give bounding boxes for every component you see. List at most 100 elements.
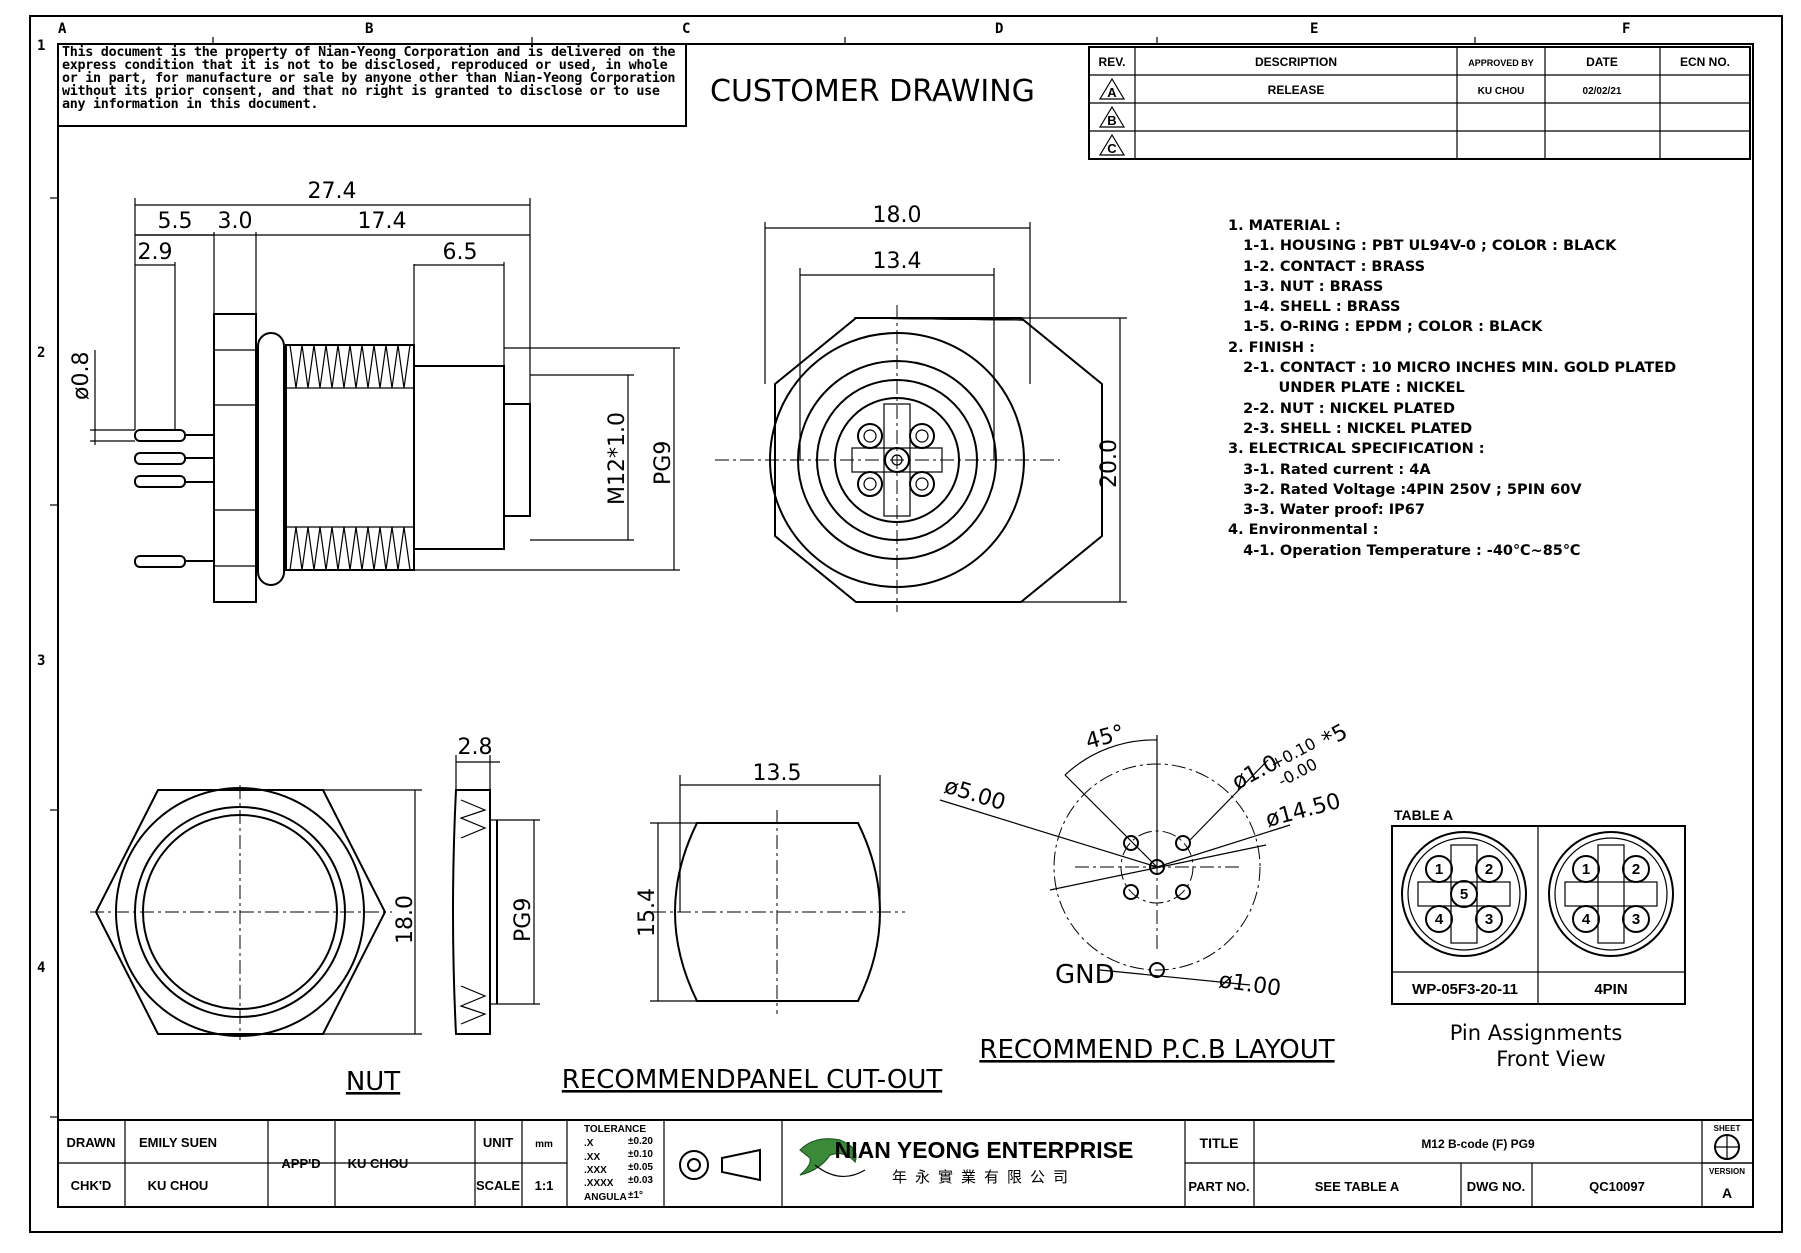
panel-cutout-view: 13.5 15.4 RECOMMENDPANEL CUT-OUT [562, 761, 943, 1095]
dim-front-inner: 13.4 [873, 249, 922, 274]
date-header: DATE [1586, 55, 1618, 69]
company-name: NIAN YEONG ENTERPRISE [835, 1137, 1134, 1163]
table-a-pin-5: 5 [1460, 886, 1468, 903]
tol-key-1: .X [584, 1138, 594, 1149]
unit-value: mm [535, 1139, 553, 1150]
scale-value: 1:1 [535, 1178, 554, 1193]
dwg-label: DWG NO. [1467, 1179, 1526, 1194]
title-block: DRAWN EMILY SUEN CHK'D KU CHOU APP'D KU … [57, 1119, 1754, 1208]
company-name-cn: 年永實業有限公司 [892, 1168, 1076, 1186]
tol-val-4: ±0.03 [628, 1175, 653, 1186]
dim-front-height: 20.0 [1097, 439, 1122, 488]
table-a-part-1: WP-05F3-20-11 [1412, 981, 1518, 998]
property-notice: This document is the property of Nian-Ye… [62, 45, 676, 112]
projection-symbol-icon [679, 1148, 761, 1182]
note-line: 3-2. Rated Voltage :4PIN 250V ; 5PIN 60V [1228, 481, 1582, 498]
note-line: 1-4. SHELL : BRASS [1228, 299, 1401, 316]
drawn-value: EMILY SUEN [139, 1135, 217, 1150]
rev-a-description: RELEASE [1268, 83, 1325, 97]
revision-table: REV. DESCRIPTION APPROVED BY DATE ECN NO… [1088, 46, 1751, 160]
part-value: SEE TABLE A [1315, 1179, 1400, 1194]
note-line: 1-2. CONTACT : BRASS [1228, 258, 1426, 275]
rev-triangles [1098, 77, 1126, 156]
outer-border [29, 15, 1783, 1233]
table-b-pin-2: 2 [1632, 861, 1640, 878]
note-line: 2-1. CONTACT : 10 MICRO INCHES MIN. GOLD… [1228, 360, 1677, 377]
dim-front-outer: 18.0 [873, 203, 922, 228]
part-label: PART NO. [1188, 1179, 1249, 1194]
ecn-header: ECN NO. [1680, 55, 1730, 69]
dim-nut-thickness: 2.8 [458, 735, 493, 760]
tol-key-5: ANGULA [584, 1192, 627, 1203]
dim-5-5: 5.5 [158, 209, 193, 234]
scale-label: SCALE [476, 1178, 520, 1193]
dim-pcb-gnd-hole: ø1.00 [1217, 968, 1282, 1001]
grid-row-2: 2 [37, 345, 45, 361]
pin-assign-caption-1: Pin Assignments [1450, 1021, 1623, 1045]
table-a-part-2: 4PIN [1594, 981, 1627, 998]
dim-thread: M12*1.0 [605, 412, 630, 505]
dim-cutout-width: 13.5 [753, 761, 802, 786]
table-b-pin-1: 1 [1582, 861, 1590, 878]
chkd-value: KU CHOU [148, 1178, 209, 1193]
table-a-title: TABLE A [1394, 807, 1453, 823]
note-line: 3. ELECTRICAL SPECIFICATION : [1228, 441, 1485, 458]
grid-col-f: F [1622, 21, 1630, 37]
note-line: 4-1. Operation Temperature : -40℃~85℃ [1228, 542, 1581, 559]
title-value: M12 B-code (F) PG9 [1421, 1137, 1535, 1151]
rev-a-mark: A [1107, 85, 1117, 100]
table-a-pin-1: 1 [1435, 861, 1443, 878]
dim-pcb-angle: 45° [1083, 721, 1127, 755]
nut-label: NUT [346, 1067, 400, 1097]
note-line: 3-1. Rated current : 4A [1228, 461, 1431, 478]
rev-header: REV. [1099, 55, 1126, 69]
dim-3-0: 3.0 [218, 209, 253, 234]
note-line: 2-3. SHELL : NICKEL PLATED [1228, 420, 1473, 437]
grid-ticks [50, 37, 1476, 1118]
grid-col-c: C [682, 21, 690, 37]
notice-frame [57, 43, 687, 127]
note-line: UNDER PLATE : NICKEL [1228, 380, 1465, 397]
note-line: 1. MATERIAL : [1228, 218, 1341, 234]
tol-val-5: ±1° [628, 1190, 643, 1201]
dim-pg9: PG9 [651, 441, 676, 485]
chkd-label: CHK'D [71, 1178, 112, 1193]
nut-view: 18.0 2.8 PG9 NUT [90, 735, 540, 1097]
note-line: 1-3. NUT : BRASS [1228, 278, 1384, 295]
tol-val-3: ±0.05 [628, 1162, 653, 1173]
unit-label: UNIT [483, 1135, 513, 1150]
grid-row-3: 3 [37, 653, 45, 669]
table-b-pin-3: 3 [1632, 911, 1640, 928]
note-line: 1-5. O-RING : EPDM ; COLOR : BLACK [1228, 319, 1543, 336]
drawing-title: CUSTOMER DRAWING [710, 74, 1035, 109]
pcb-layout-view: 45° ø5.00 ø14.50 ø1.0 +0.10 -0.00 *5 ø1.… [939, 719, 1352, 1065]
appd-label: APP'D [281, 1156, 320, 1171]
dim-pcb-hole-count: *5 [1318, 719, 1352, 753]
dim-2-9: 2.9 [138, 240, 173, 265]
rev-c-mark: C [1107, 141, 1117, 156]
table-a: TABLE A 1 2 5 4 3 [1391, 807, 1686, 1071]
version-value: A [1722, 1185, 1732, 1201]
tolerance-label: TOLERANCE [584, 1124, 646, 1135]
grid-col-a: A [58, 21, 67, 37]
rev-a-approved: KU CHOU [1478, 86, 1525, 97]
dim-pin-dia: ø0.8 [69, 352, 94, 400]
grid-row-4: 4 [37, 960, 45, 976]
desc-header: DESCRIPTION [1255, 55, 1337, 69]
approved-header: APPROVED BY [1468, 58, 1534, 68]
note-line: 3-3. Water proof: IP67 [1228, 502, 1425, 519]
note-line: 2. FINISH : [1228, 339, 1315, 356]
table-a-pin-2: 2 [1485, 861, 1493, 878]
dim-nut-pg9: PG9 [511, 898, 536, 942]
note-line: 1-1. HOUSING : PBT UL94V-0 ; COLOR : BLA… [1228, 238, 1617, 255]
note-line: 2-2. NUT : NICKEL PLATED [1228, 400, 1455, 417]
rev-b-mark: B [1107, 113, 1116, 128]
grid-col-e: E [1310, 21, 1318, 37]
grid-row-1: 1 [37, 38, 45, 54]
title-label: TITLE [1200, 1135, 1239, 1151]
sheet-label: SHEET [1714, 1124, 1741, 1133]
dim-pcb-center: ø5.00 [941, 774, 1008, 816]
dim-pcb-pcd: ø14.50 [1263, 789, 1343, 833]
